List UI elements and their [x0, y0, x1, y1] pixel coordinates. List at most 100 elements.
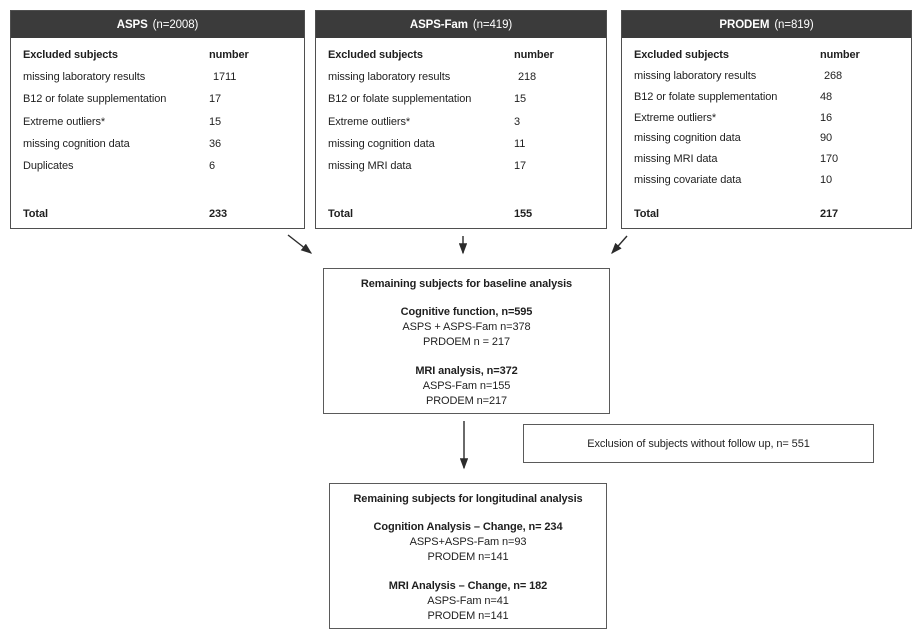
arrow-asps-to-baseline: [287, 234, 313, 254]
cohort-box-asps-fam: ASPS-Fam (n=419) Excluded subjects numbe…: [315, 10, 607, 229]
row-value: 17: [209, 93, 222, 106]
cognition-change-section: Cognition Analysis – Change, n= 234 ASPS…: [330, 520, 606, 564]
mri-change-section: MRI Analysis – Change, n= 182 ASPS-Fam n…: [330, 579, 606, 623]
row-label: missing laboratory results: [328, 71, 451, 84]
table-row: missing laboratory results 218: [328, 66, 596, 88]
table-row: Extreme outliers* 16: [634, 107, 901, 128]
table-row: B12 or folate supplementation 15: [328, 88, 596, 110]
row-value: 170: [820, 153, 839, 166]
table-column-header: Excluded subjects number: [634, 44, 901, 66]
column-label: Excluded subjects: [328, 49, 423, 61]
section-heading: MRI analysis, n=372: [415, 365, 518, 377]
cohort-table-prodem: Excluded subjects number missing laborat…: [622, 38, 911, 228]
table-row: missing MRI data 170: [634, 149, 901, 170]
longitudinal-title: Remaining subjects for longitudinal anal…: [353, 493, 583, 505]
row-label: Duplicates: [23, 160, 74, 173]
table-row: missing MRI data 17: [328, 155, 596, 177]
total-row: Total 217: [634, 208, 901, 220]
mri-analysis-section: MRI analysis, n=372 ASPS-Fam n=155 PRODE…: [324, 364, 609, 408]
column-value: number: [209, 49, 249, 61]
row-value: 268: [824, 70, 843, 83]
total-row: Total 233: [23, 208, 294, 220]
section-line: ASPS+ASPS-Fam n=93: [409, 536, 527, 548]
total-value: 233: [209, 208, 228, 220]
row-label: missing laboratory results: [23, 71, 146, 84]
table-row: missing covariate data 10: [634, 169, 901, 190]
cohort-box-prodem: PRODEM (n=819) Excluded subjects number …: [621, 10, 912, 229]
column-label: Excluded subjects: [23, 49, 118, 61]
row-value: 11: [514, 138, 526, 151]
section-line: ASPS + ASPS-Fam n=378: [402, 321, 531, 333]
row-value: 15: [209, 115, 222, 128]
cohort-n-count: (n=819): [774, 18, 814, 31]
table-column-header: Excluded subjects number: [328, 44, 596, 66]
table-row: Extreme outliers* 15: [23, 111, 294, 133]
row-label: B12 or folate supplementation: [328, 93, 472, 106]
row-value: 218: [518, 71, 537, 84]
exclusion-note-box: Exclusion of subjects without follow up,…: [523, 424, 874, 463]
total-label: Total: [634, 208, 659, 220]
section-heading: Cognitive function, n=595: [400, 306, 533, 318]
section-line: PRDOEM n = 217: [423, 335, 510, 348]
table-row: Extreme outliers* 3: [328, 111, 596, 133]
section-line: ASPS-Fam n=155: [422, 380, 511, 392]
cohort-header-asps: ASPS (n=2008): [11, 11, 304, 38]
row-label: missing MRI data: [328, 160, 412, 173]
row-value: 1711: [213, 71, 237, 84]
row-label: missing laboratory results: [634, 70, 757, 83]
cohort-title: ASPS: [116, 18, 148, 31]
row-value: 10: [820, 173, 833, 186]
row-label: missing cognition data: [23, 138, 130, 151]
section-heading: MRI Analysis – Change, n= 182: [388, 580, 548, 592]
table-row: missing laboratory results 1711: [23, 66, 294, 88]
cohort-table-asps: Excluded subjects number missing laborat…: [11, 38, 304, 228]
column-label: Excluded subjects: [634, 49, 729, 61]
cohort-header-asps-fam: ASPS-Fam (n=419): [316, 11, 606, 38]
table-row: B12 or folate supplementation 17: [23, 88, 294, 110]
exclusion-note-text: Exclusion of subjects without follow up,…: [587, 437, 810, 450]
baseline-title: Remaining subjects for baseline analysis: [360, 278, 573, 290]
table-row: missing cognition data 11: [328, 133, 596, 155]
total-value: 217: [820, 208, 839, 220]
longitudinal-analysis-box: Remaining subjects for longitudinal anal…: [329, 483, 607, 629]
row-label: missing MRI data: [634, 153, 718, 166]
row-label: missing cognition data: [634, 132, 741, 145]
section-line: PRODEM n=141: [427, 550, 509, 563]
row-value: 36: [209, 138, 222, 151]
row-label: Extreme outliers*: [634, 111, 717, 124]
table-row: B12 or folate supplementation 48: [634, 87, 901, 108]
row-value: 48: [820, 91, 833, 104]
total-value: 155: [514, 208, 533, 220]
table-row: missing cognition data 90: [634, 128, 901, 149]
section-line: PRODEM n=141: [427, 609, 509, 622]
cohort-title: ASPS-Fam: [409, 18, 468, 31]
table-row: missing laboratory results 268: [634, 66, 901, 87]
table-column-header: Excluded subjects number: [23, 44, 294, 66]
baseline-analysis-box: Remaining subjects for baseline analysis…: [323, 268, 610, 414]
row-value: 17: [514, 160, 527, 173]
table-row: Duplicates 6: [23, 155, 294, 177]
row-label: Extreme outliers*: [328, 115, 411, 128]
row-value: 6: [209, 160, 216, 173]
row-label: missing cognition data: [328, 138, 435, 151]
total-label: Total: [23, 208, 48, 220]
row-value: 15: [514, 93, 527, 106]
row-value: 16: [820, 111, 833, 124]
cohort-header-prodem: PRODEM (n=819): [622, 11, 911, 38]
cohort-title: PRODEM: [719, 18, 770, 31]
cohort-table-asps-fam: Excluded subjects number missing laborat…: [316, 38, 606, 228]
cognitive-function-section: Cognitive function, n=595 ASPS + ASPS-Fa…: [324, 305, 609, 349]
row-label: B12 or folate supplementation: [23, 93, 167, 106]
row-value: 90: [820, 132, 833, 145]
section-line: PRODEM n=217: [425, 394, 508, 407]
cohort-box-asps: ASPS (n=2008) Excluded subjects number m…: [10, 10, 305, 229]
row-label: B12 or folate supplementation: [634, 91, 778, 104]
row-label: missing covariate data: [634, 173, 742, 186]
row-label: Extreme outliers*: [23, 115, 106, 128]
cohort-n-count: (n=2008): [152, 18, 199, 31]
total-label: Total: [328, 208, 353, 220]
row-value: 3: [514, 115, 521, 128]
column-value: number: [514, 49, 554, 61]
column-value: number: [820, 49, 860, 61]
